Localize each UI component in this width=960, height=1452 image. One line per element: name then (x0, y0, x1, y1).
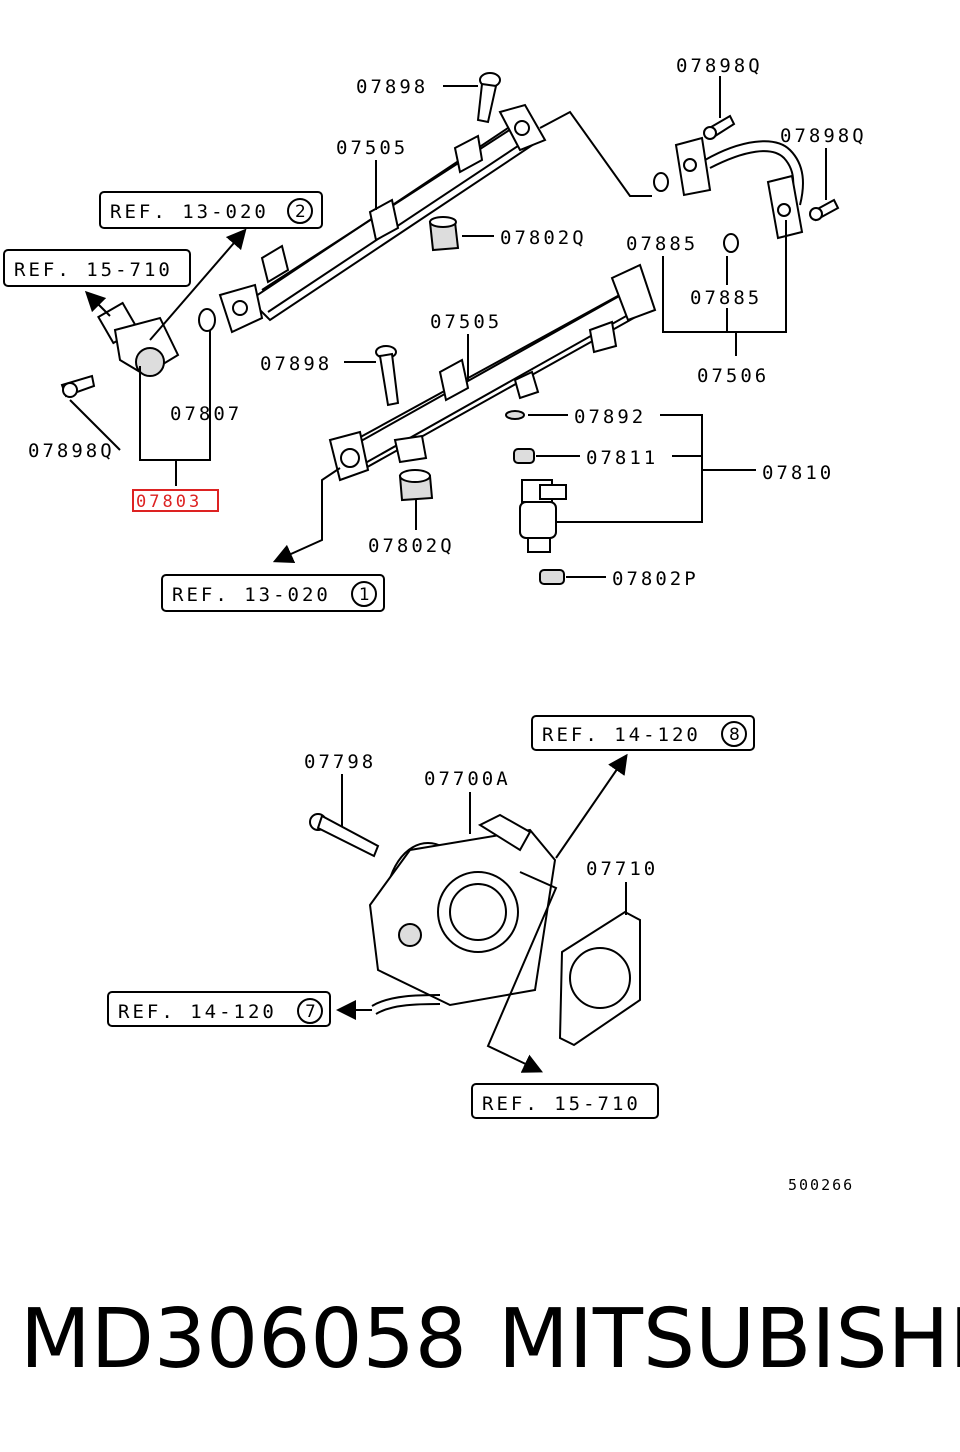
label-07898-mid: 07898 (260, 353, 332, 375)
label-07700a: 07700A (424, 768, 511, 790)
label-07898q-top: 07898Q (676, 55, 763, 77)
bolt-07898q-right (809, 198, 840, 222)
fuel-rail-upper (218, 103, 547, 334)
bolt-07898q-top (703, 114, 736, 140)
label-07898q-left: 07898Q (28, 440, 115, 462)
label-07811: 07811 (586, 447, 658, 469)
ref-15-710-bottom-text: REF. 15-710 (482, 1093, 641, 1115)
insulator-07802q-mid (398, 469, 434, 502)
label-07505-mid: 07505 (430, 311, 502, 333)
label-07710: 07710 (586, 858, 658, 880)
label-07798: 07798 (304, 751, 376, 773)
label-07810: 07810 (762, 462, 834, 484)
label-07885-a: 07885 (626, 233, 698, 255)
label-07803-highlighted[interactable]: 07803 (136, 492, 202, 512)
ref-box-15-710-bottom[interactable]: REF. 15-710 (471, 1083, 659, 1119)
diagram-id: 500266 (788, 1176, 854, 1194)
footer-brand: MITSUBISHI (498, 1292, 960, 1387)
footer-part-number: MD306058 (20, 1292, 467, 1387)
label-07892: 07892 (574, 406, 646, 428)
ref-box-15-710-left[interactable]: REF. 15-710 (3, 249, 191, 287)
label-07898q-right: 07898Q (780, 125, 867, 147)
label-07802q-top: 07802Q (500, 227, 587, 249)
ref-box-14-120-7[interactable]: REF. 14-120 7 (107, 991, 331, 1027)
insulator-07802q-top (428, 216, 460, 252)
bolt-07898-top (476, 72, 501, 124)
pressure-regulator (97, 301, 216, 377)
ref-13-020-1-text: REF. 13-020 (172, 584, 331, 606)
leader-lines (69, 76, 827, 1073)
ref-box-13-020-2[interactable]: REF. 13-020 2 (99, 191, 323, 229)
ref-13-020-1-num: 1 (359, 585, 370, 605)
ref-14-120-7-num: 7 (305, 1002, 316, 1022)
label-07807: 07807 (170, 403, 242, 425)
ref-13-020-2-num: 2 (295, 202, 306, 222)
injector (505, 410, 567, 585)
ref-box-13-020-1[interactable]: REF. 13-020 1 (161, 574, 385, 612)
label-07802p: 07802P (612, 568, 699, 590)
ref-14-120-8-text: REF. 14-120 (542, 724, 701, 746)
label-07505-top: 07505 (336, 137, 408, 159)
ref-box-14-120-8[interactable]: REF. 14-120 8 (531, 715, 755, 751)
fuel-pipe (653, 136, 804, 253)
throttle-body (368, 813, 557, 1015)
ref-14-120-8-num: 8 (729, 725, 740, 745)
label-07885-b: 07885 (690, 287, 762, 309)
highlight-box-07803 (132, 489, 219, 512)
label-07802q-mid: 07802Q (368, 535, 455, 557)
ref-13-020-2-text: REF. 13-020 (110, 201, 269, 223)
ref-14-120-7-text: REF. 14-120 (118, 1001, 277, 1023)
bolt-07898q-left (60, 374, 96, 398)
gasket-07710 (558, 910, 641, 1047)
ref-15-710-left-text: REF. 15-710 (14, 259, 173, 281)
label-07506: 07506 (697, 365, 769, 387)
bolt-07898-mid (375, 345, 400, 407)
label-07898-top: 07898 (356, 76, 428, 98)
bolt-07798 (309, 813, 380, 858)
